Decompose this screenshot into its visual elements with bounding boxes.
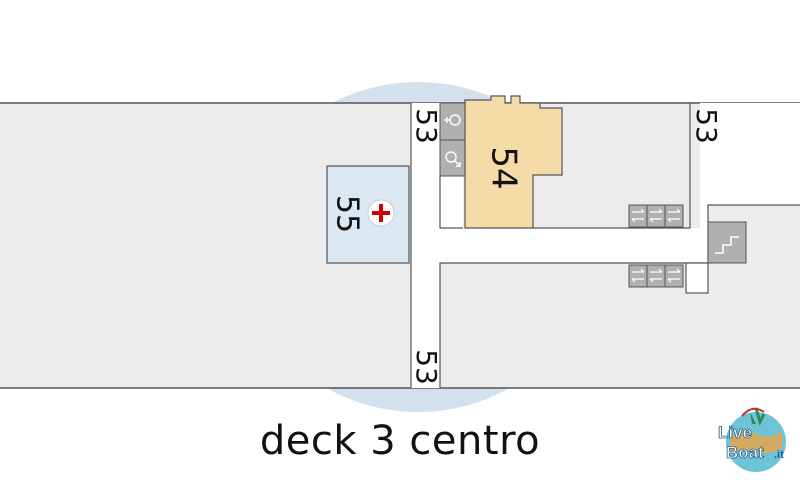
elevator-icon bbox=[631, 208, 681, 223]
stair-label-top-left: 53 bbox=[410, 108, 443, 144]
female-symbol-icon bbox=[444, 114, 461, 126]
deck-caption: deck 3 centro bbox=[259, 418, 541, 464]
elevator-icon bbox=[631, 268, 681, 283]
logo-line1: Live bbox=[718, 423, 752, 442]
stairs-block[interactable] bbox=[707, 221, 747, 264]
stair-label-bottom-left: 53 bbox=[410, 349, 443, 385]
venue-54-area[interactable] bbox=[464, 95, 563, 229]
stairs-icon bbox=[715, 236, 739, 254]
medical-center-number: 55 bbox=[330, 195, 365, 233]
logo-suffix: .it bbox=[774, 449, 784, 461]
elevator-bank-lower[interactable] bbox=[628, 264, 684, 288]
male-symbol-icon bbox=[445, 151, 461, 167]
corridors bbox=[411, 103, 800, 388]
restroom-male[interactable] bbox=[439, 139, 466, 177]
stair-label-top-right: 53 bbox=[690, 108, 723, 144]
logo-line2: Boat bbox=[726, 443, 764, 462]
venue-54-number: 54 bbox=[484, 146, 524, 189]
liveboat-logo[interactable]: Live Boat .it bbox=[712, 398, 798, 478]
elevator-bank-upper[interactable] bbox=[628, 204, 684, 228]
restroom-female[interactable] bbox=[439, 102, 466, 141]
